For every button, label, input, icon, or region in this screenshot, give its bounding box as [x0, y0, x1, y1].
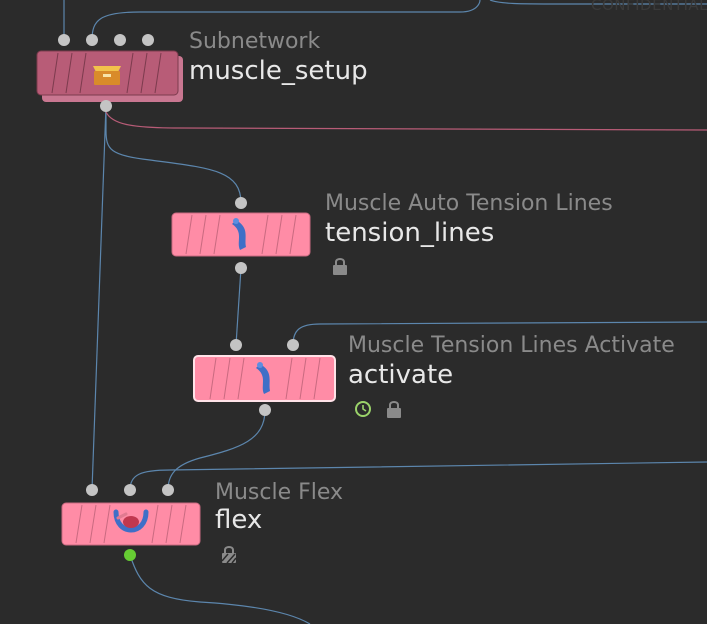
node-type-label: Subnetwork — [189, 29, 321, 54]
input-connector[interactable] — [58, 34, 70, 46]
input-connector[interactable] — [287, 339, 299, 351]
wire[interactable] — [489, 0, 707, 5]
input-connector[interactable] — [86, 484, 98, 496]
node-name-label[interactable]: tension_lines — [325, 218, 495, 248]
input-connector[interactable] — [142, 34, 154, 46]
output-connector[interactable] — [100, 100, 112, 112]
input-connector[interactable] — [230, 339, 242, 351]
node-name-label[interactable]: activate — [348, 360, 454, 390]
lock-icon — [333, 258, 347, 275]
input-connector[interactable] — [114, 34, 126, 46]
wire[interactable] — [91, 0, 481, 41]
lock-icon — [387, 401, 401, 418]
node-flex[interactable] — [61, 502, 201, 546]
output-connector[interactable] — [259, 404, 271, 416]
output-connector[interactable] — [235, 262, 247, 274]
wire[interactable] — [105, 105, 242, 204]
watermark: CONFIDENTIAL — [591, 0, 707, 14]
wire[interactable] — [129, 554, 311, 624]
input-connector[interactable] — [162, 484, 174, 496]
input-connector[interactable] — [86, 34, 98, 46]
wire[interactable] — [91, 104, 107, 491]
node-activate[interactable] — [193, 355, 336, 402]
node-type-label: Muscle Auto Tension Lines — [325, 191, 613, 216]
input-connector[interactable] — [124, 484, 136, 496]
tension-line-icon — [232, 218, 246, 250]
wire[interactable] — [167, 409, 266, 491]
tension-line-icon — [256, 362, 270, 394]
wire[interactable] — [105, 111, 707, 131]
node-tension-lines[interactable] — [171, 212, 311, 257]
wire[interactable] — [235, 267, 242, 346]
output-connector-active[interactable] — [124, 549, 136, 561]
soft-lock-icon — [221, 546, 237, 564]
node-type-label: Muscle Flex — [215, 480, 344, 505]
node-name-label[interactable]: muscle_setup — [189, 56, 368, 86]
box-icon — [93, 66, 121, 85]
node-muscle-setup[interactable] — [36, 50, 183, 102]
node-type-label: Muscle Tension Lines Activate — [348, 333, 675, 358]
flex-icon — [113, 509, 149, 533]
clock-icon — [355, 401, 371, 417]
input-connector[interactable] — [235, 197, 247, 209]
node-name-label[interactable]: flex — [215, 505, 263, 535]
